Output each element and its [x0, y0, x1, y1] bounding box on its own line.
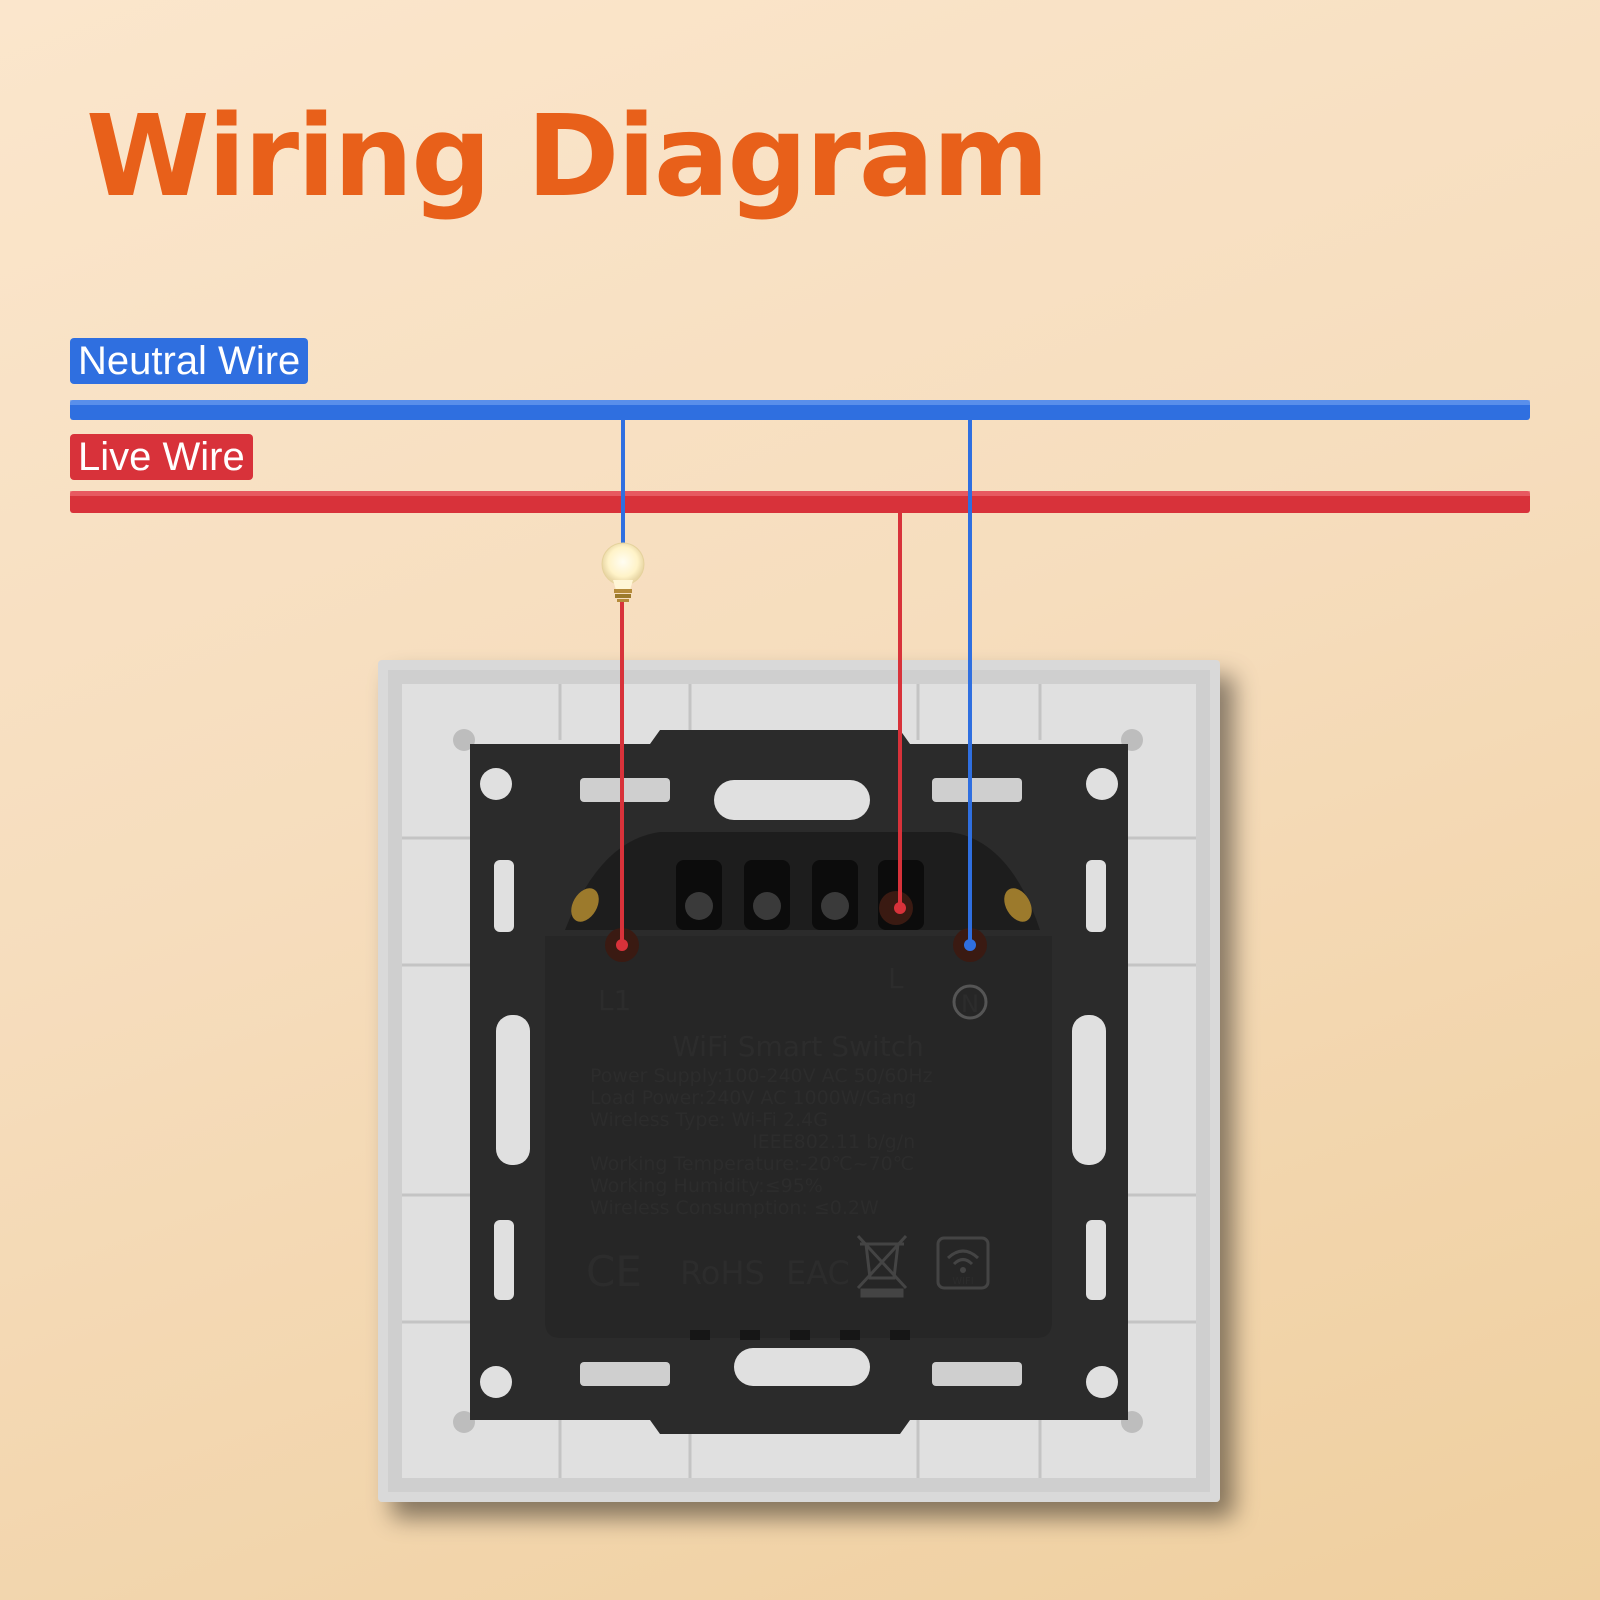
terminal-label-l1: L1	[598, 984, 631, 1017]
spec-line: Wireless Type: Wi-Fi 2.4G	[590, 1109, 828, 1131]
terminal-label-n: N	[961, 990, 979, 1018]
neutral-wire-label: Neutral Wire	[70, 338, 309, 384]
spec-line: Working Humidity:≤95%	[590, 1175, 823, 1197]
page-title: Wiring Diagram	[86, 92, 1049, 222]
device-name: WiFi Smart Switch	[672, 1030, 924, 1063]
wifi-mark-text: WIFI	[952, 1276, 974, 1287]
eac-mark: EAC	[786, 1254, 850, 1292]
spec-line: Power Supply:100-240V AC 50/60Hz	[590, 1065, 933, 1087]
live-bus-wire	[70, 491, 1530, 513]
wifi-icon: WIFI	[936, 1236, 990, 1290]
smart-switch-module	[545, 936, 1052, 1338]
light-bulb-icon	[601, 542, 645, 602]
ce-mark: CE	[586, 1247, 642, 1296]
spec-line: Wireless Consumption: ≤0.2W	[590, 1197, 879, 1219]
live-wire-label: Live Wire	[70, 434, 253, 480]
weee-bin-icon	[856, 1234, 908, 1298]
spec-line: Load Power:240V AC 1000W/Gang	[590, 1087, 916, 1109]
spec-line: IEEE802.11 b/g/n	[752, 1131, 915, 1153]
terminal-label-l: L	[888, 962, 904, 995]
spec-line: Working Temperature:-20℃~70℃	[590, 1153, 914, 1175]
rohs-mark: RoHS	[680, 1254, 765, 1292]
